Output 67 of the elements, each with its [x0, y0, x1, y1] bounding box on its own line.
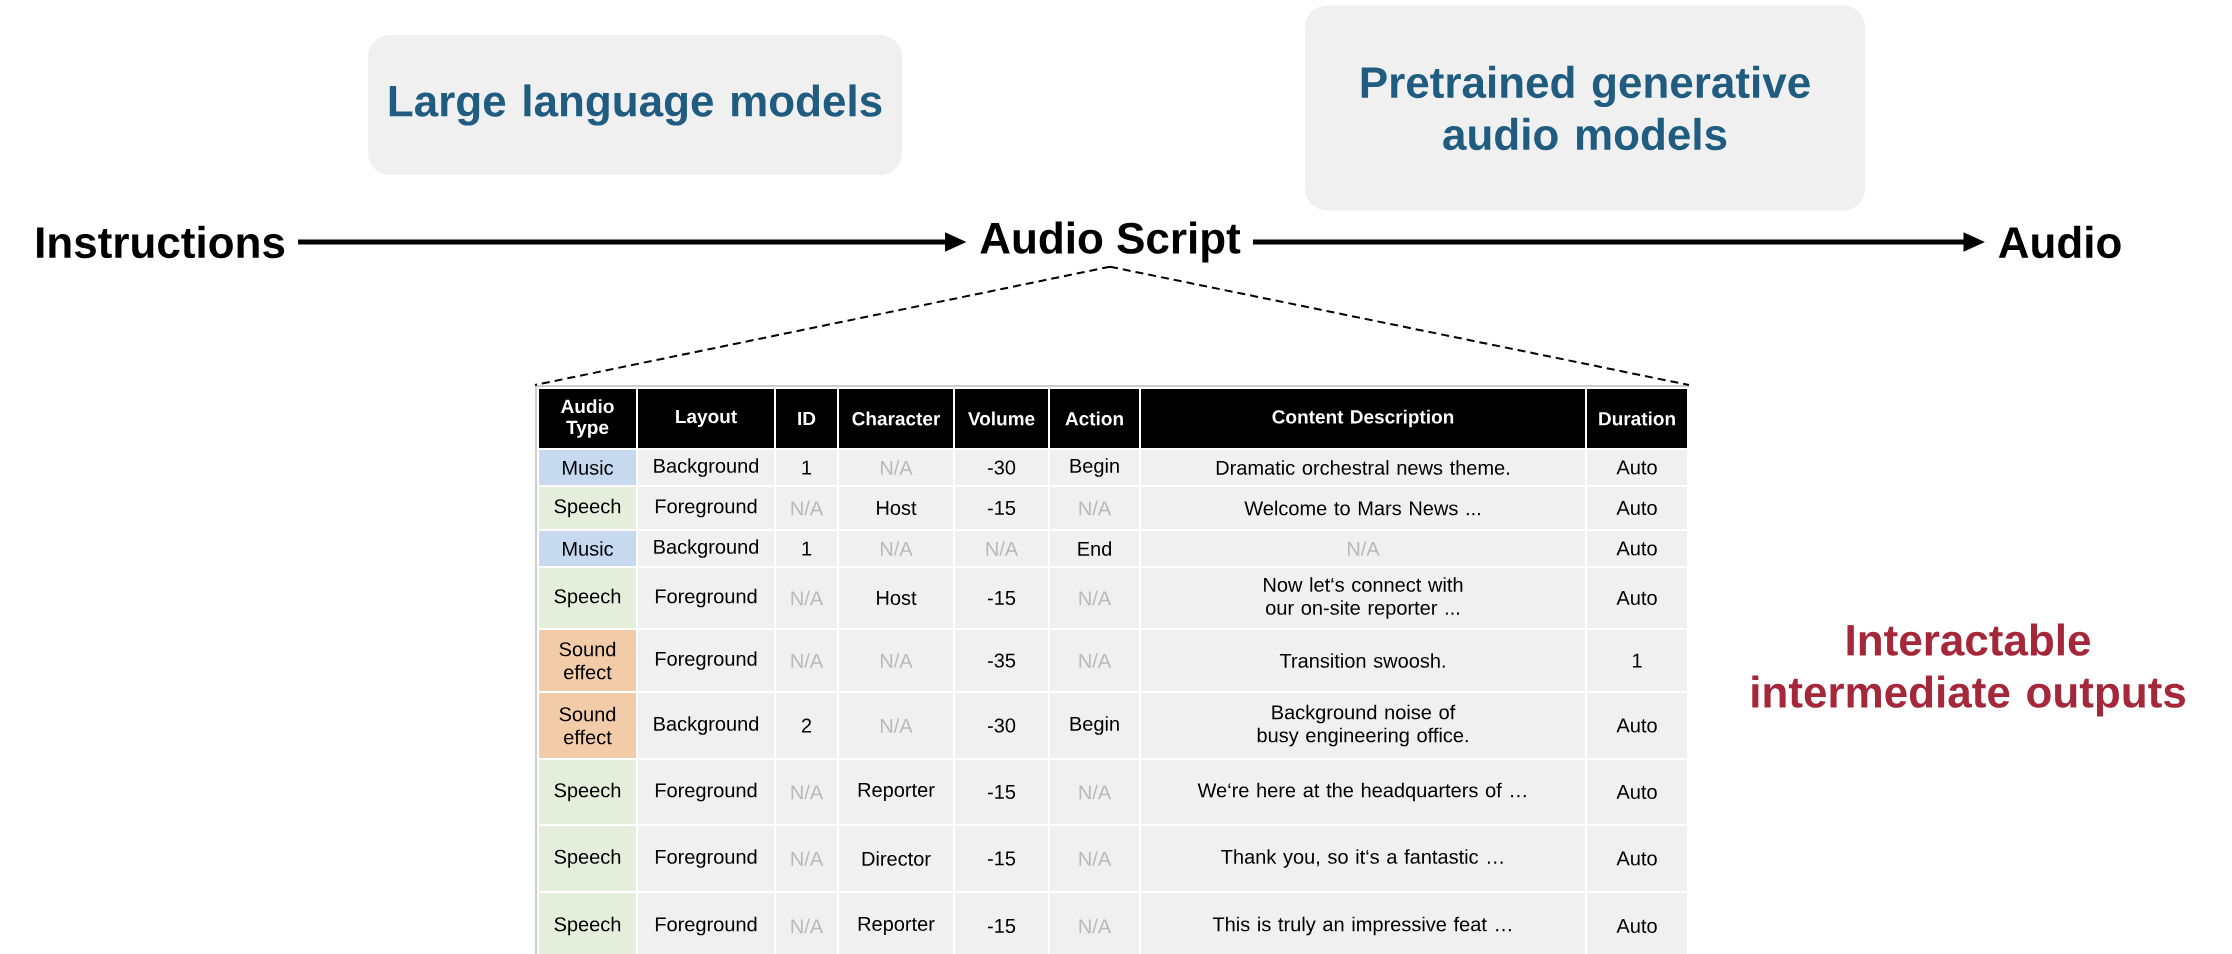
table-cell: End: [1048, 529, 1141, 568]
table-header-cell: Duration: [1585, 387, 1689, 450]
term-label: Audio Script: [980, 221, 1241, 263]
table-header-cell: Action: [1048, 387, 1141, 450]
table-cell: N/A: [1048, 485, 1141, 531]
table-cell: N/A: [774, 485, 839, 531]
table-cell: Begin: [1048, 691, 1141, 760]
table-cell: 2: [774, 691, 839, 760]
term-label: Audio: [1998, 225, 2121, 259]
table-cell: Speech: [537, 566, 638, 630]
table-cell: Reporter: [837, 758, 955, 826]
table-cell: Host: [837, 566, 955, 630]
table-header-cell: ID: [774, 387, 839, 450]
table-cell: 1: [774, 448, 839, 487]
zoom-lines: [534, 265, 1690, 386]
table-cell: Reporter: [837, 891, 955, 954]
model-box: Pretrained generative audio models: [1305, 5, 1865, 211]
table-cell: Auto: [1585, 529, 1689, 568]
table-cell: Music: [537, 529, 638, 568]
table-cell: -30: [953, 448, 1050, 487]
table-cell: N/A: [774, 566, 839, 630]
table-cell: Auto: [1585, 891, 1689, 954]
table-cell: -15: [953, 485, 1050, 531]
table-cell: Auto: [1585, 758, 1689, 826]
table-cell: -15: [953, 758, 1050, 826]
table-cell: Auto: [1585, 691, 1689, 760]
table-cell: N/A: [837, 529, 955, 568]
table-cell: N/A: [774, 824, 839, 893]
table-cell: Auto: [1585, 485, 1689, 531]
table-cell: Speech: [537, 758, 638, 826]
table-cell: 1: [1585, 628, 1689, 693]
table-header-cell: Audio Type: [537, 387, 638, 450]
table-cell: N/A: [1048, 891, 1141, 954]
table-cell: Speech: [537, 824, 638, 893]
table-cell: Auto: [1585, 566, 1689, 630]
table-cell: 1: [774, 529, 839, 568]
table-cell: Begin: [1048, 448, 1141, 487]
table-cell: Host: [837, 485, 955, 531]
table-cell: -15: [953, 824, 1050, 893]
annotation-text: Interactable intermediate outputs: [1752, 623, 2185, 717]
table-cell: -35: [953, 628, 1050, 693]
table-cell: N/A: [774, 891, 839, 954]
table-cell: Auto: [1585, 448, 1689, 487]
table-cell: -15: [953, 566, 1050, 630]
table-cell: N/A: [953, 529, 1050, 568]
table-cell: N/A: [1048, 824, 1141, 893]
term-label: Instructions: [37, 225, 285, 259]
table-cell: N/A: [774, 628, 839, 693]
table-cell: -15: [953, 891, 1050, 954]
table-header-cell: Character: [837, 387, 955, 450]
table-cell: N/A: [837, 448, 955, 487]
table-cell: Sound effect: [537, 691, 638, 760]
table-cell: N/A: [774, 758, 839, 826]
table-cell: -30: [953, 691, 1050, 760]
table-cell: N/A: [1048, 566, 1141, 630]
table-cell: Sound effect: [537, 628, 638, 693]
table-cell: N/A: [837, 691, 955, 760]
table-cell: Director: [837, 824, 955, 893]
table-cell: Auto: [1585, 824, 1689, 893]
table-cell: N/A: [837, 628, 955, 693]
table-cell: Speech: [537, 485, 638, 531]
model-box: Large language models: [368, 35, 902, 175]
table-cell: Speech: [537, 891, 638, 954]
table-cell: Music: [537, 448, 638, 487]
table-cell: N/A: [1048, 628, 1141, 693]
table-cell: N/A: [1048, 758, 1141, 826]
table-header-cell: Volume: [953, 387, 1050, 450]
